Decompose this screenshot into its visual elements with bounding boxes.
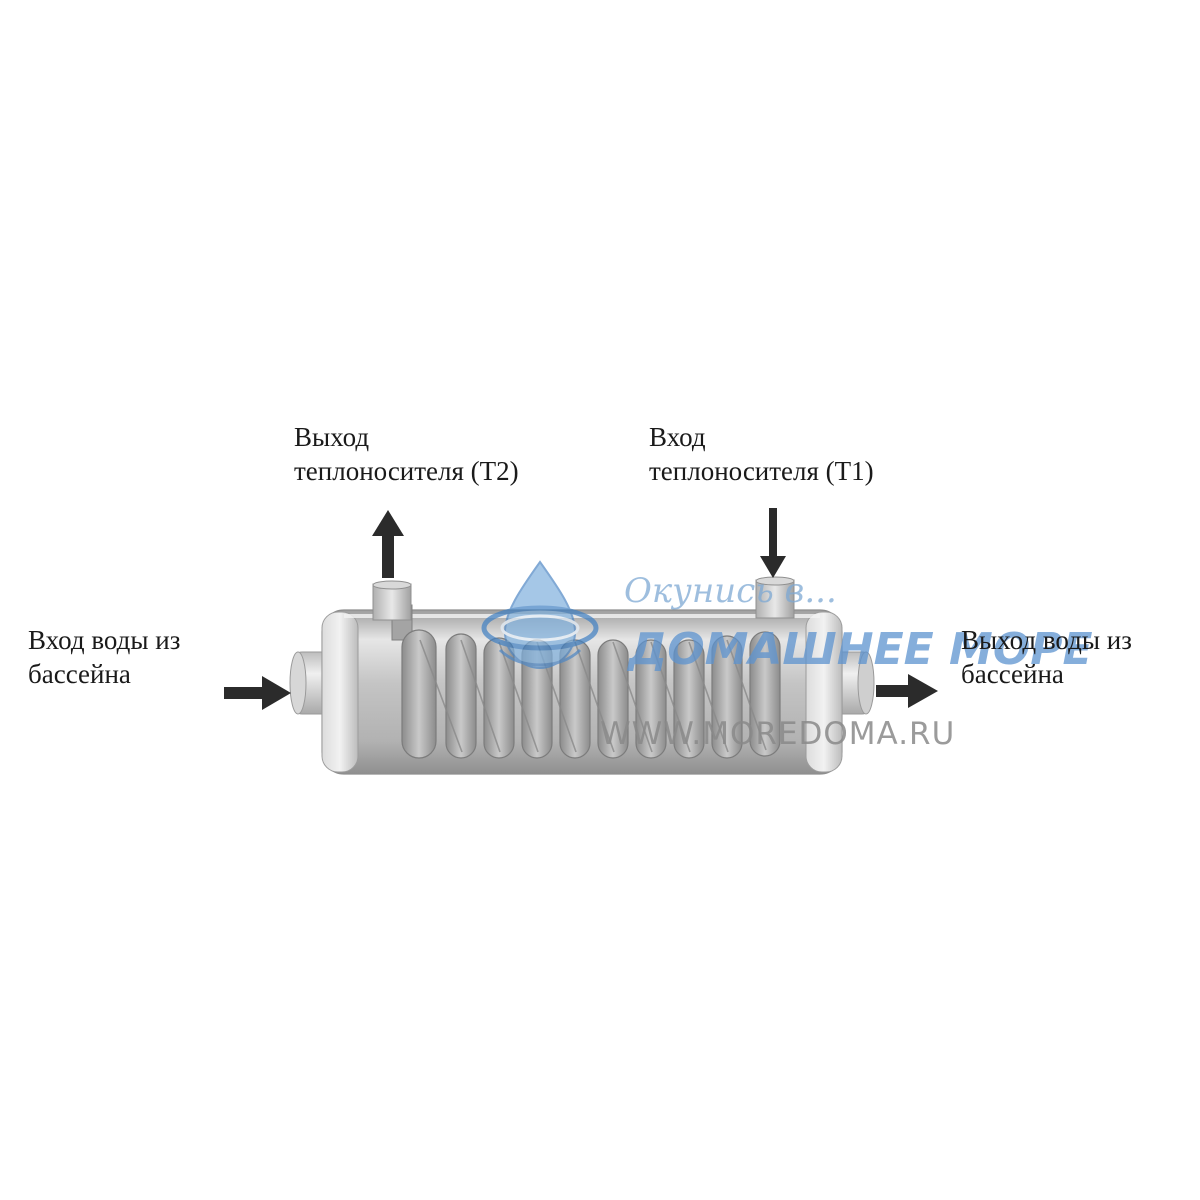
watermark-url: WWW.MOREDOMA.RU <box>600 716 955 752</box>
pool-water-outlet-arrow-icon <box>876 674 938 708</box>
coolant-outlet-port <box>372 580 412 621</box>
pool-water-inlet-label-line2: бассейна <box>28 659 131 689</box>
pool-water-outlet-label-line2: бассейна <box>961 659 1064 689</box>
coolant-inlet-label-line1: Вход <box>649 422 706 452</box>
coolant-inlet-label: Вход теплоносителя (T1) <box>649 420 874 488</box>
coolant-outlet-arrow-icon <box>372 510 404 578</box>
coolant-outlet-label-line2: теплоносителя (T2) <box>294 456 519 486</box>
coolant-outlet-label: Выход теплоносителя (T2) <box>294 420 519 488</box>
coolant-inlet-port <box>755 576 795 619</box>
watermark-tagline: Окунись в... <box>624 571 837 611</box>
pool-water-outlet-label-line1: Выход воды из <box>961 625 1132 655</box>
coolant-inlet-label-line2: теплоносителя (T1) <box>649 456 874 486</box>
coolant-outlet-label-line1: Выход <box>294 422 370 452</box>
pool-water-inlet-arrow-icon <box>224 676 291 710</box>
pool-water-outlet-label: Выход воды из бассейна <box>961 623 1132 691</box>
coolant-inlet-arrow-icon <box>760 508 786 578</box>
watermark-brand: ДОМАШНЕЕ МОРЕ <box>626 624 1093 675</box>
moredoma-logo-icon <box>481 560 599 670</box>
pool-water-inlet-label-line1: Вход воды из <box>28 625 181 655</box>
pool-water-inlet-label: Вход воды из бассейна <box>28 623 180 691</box>
